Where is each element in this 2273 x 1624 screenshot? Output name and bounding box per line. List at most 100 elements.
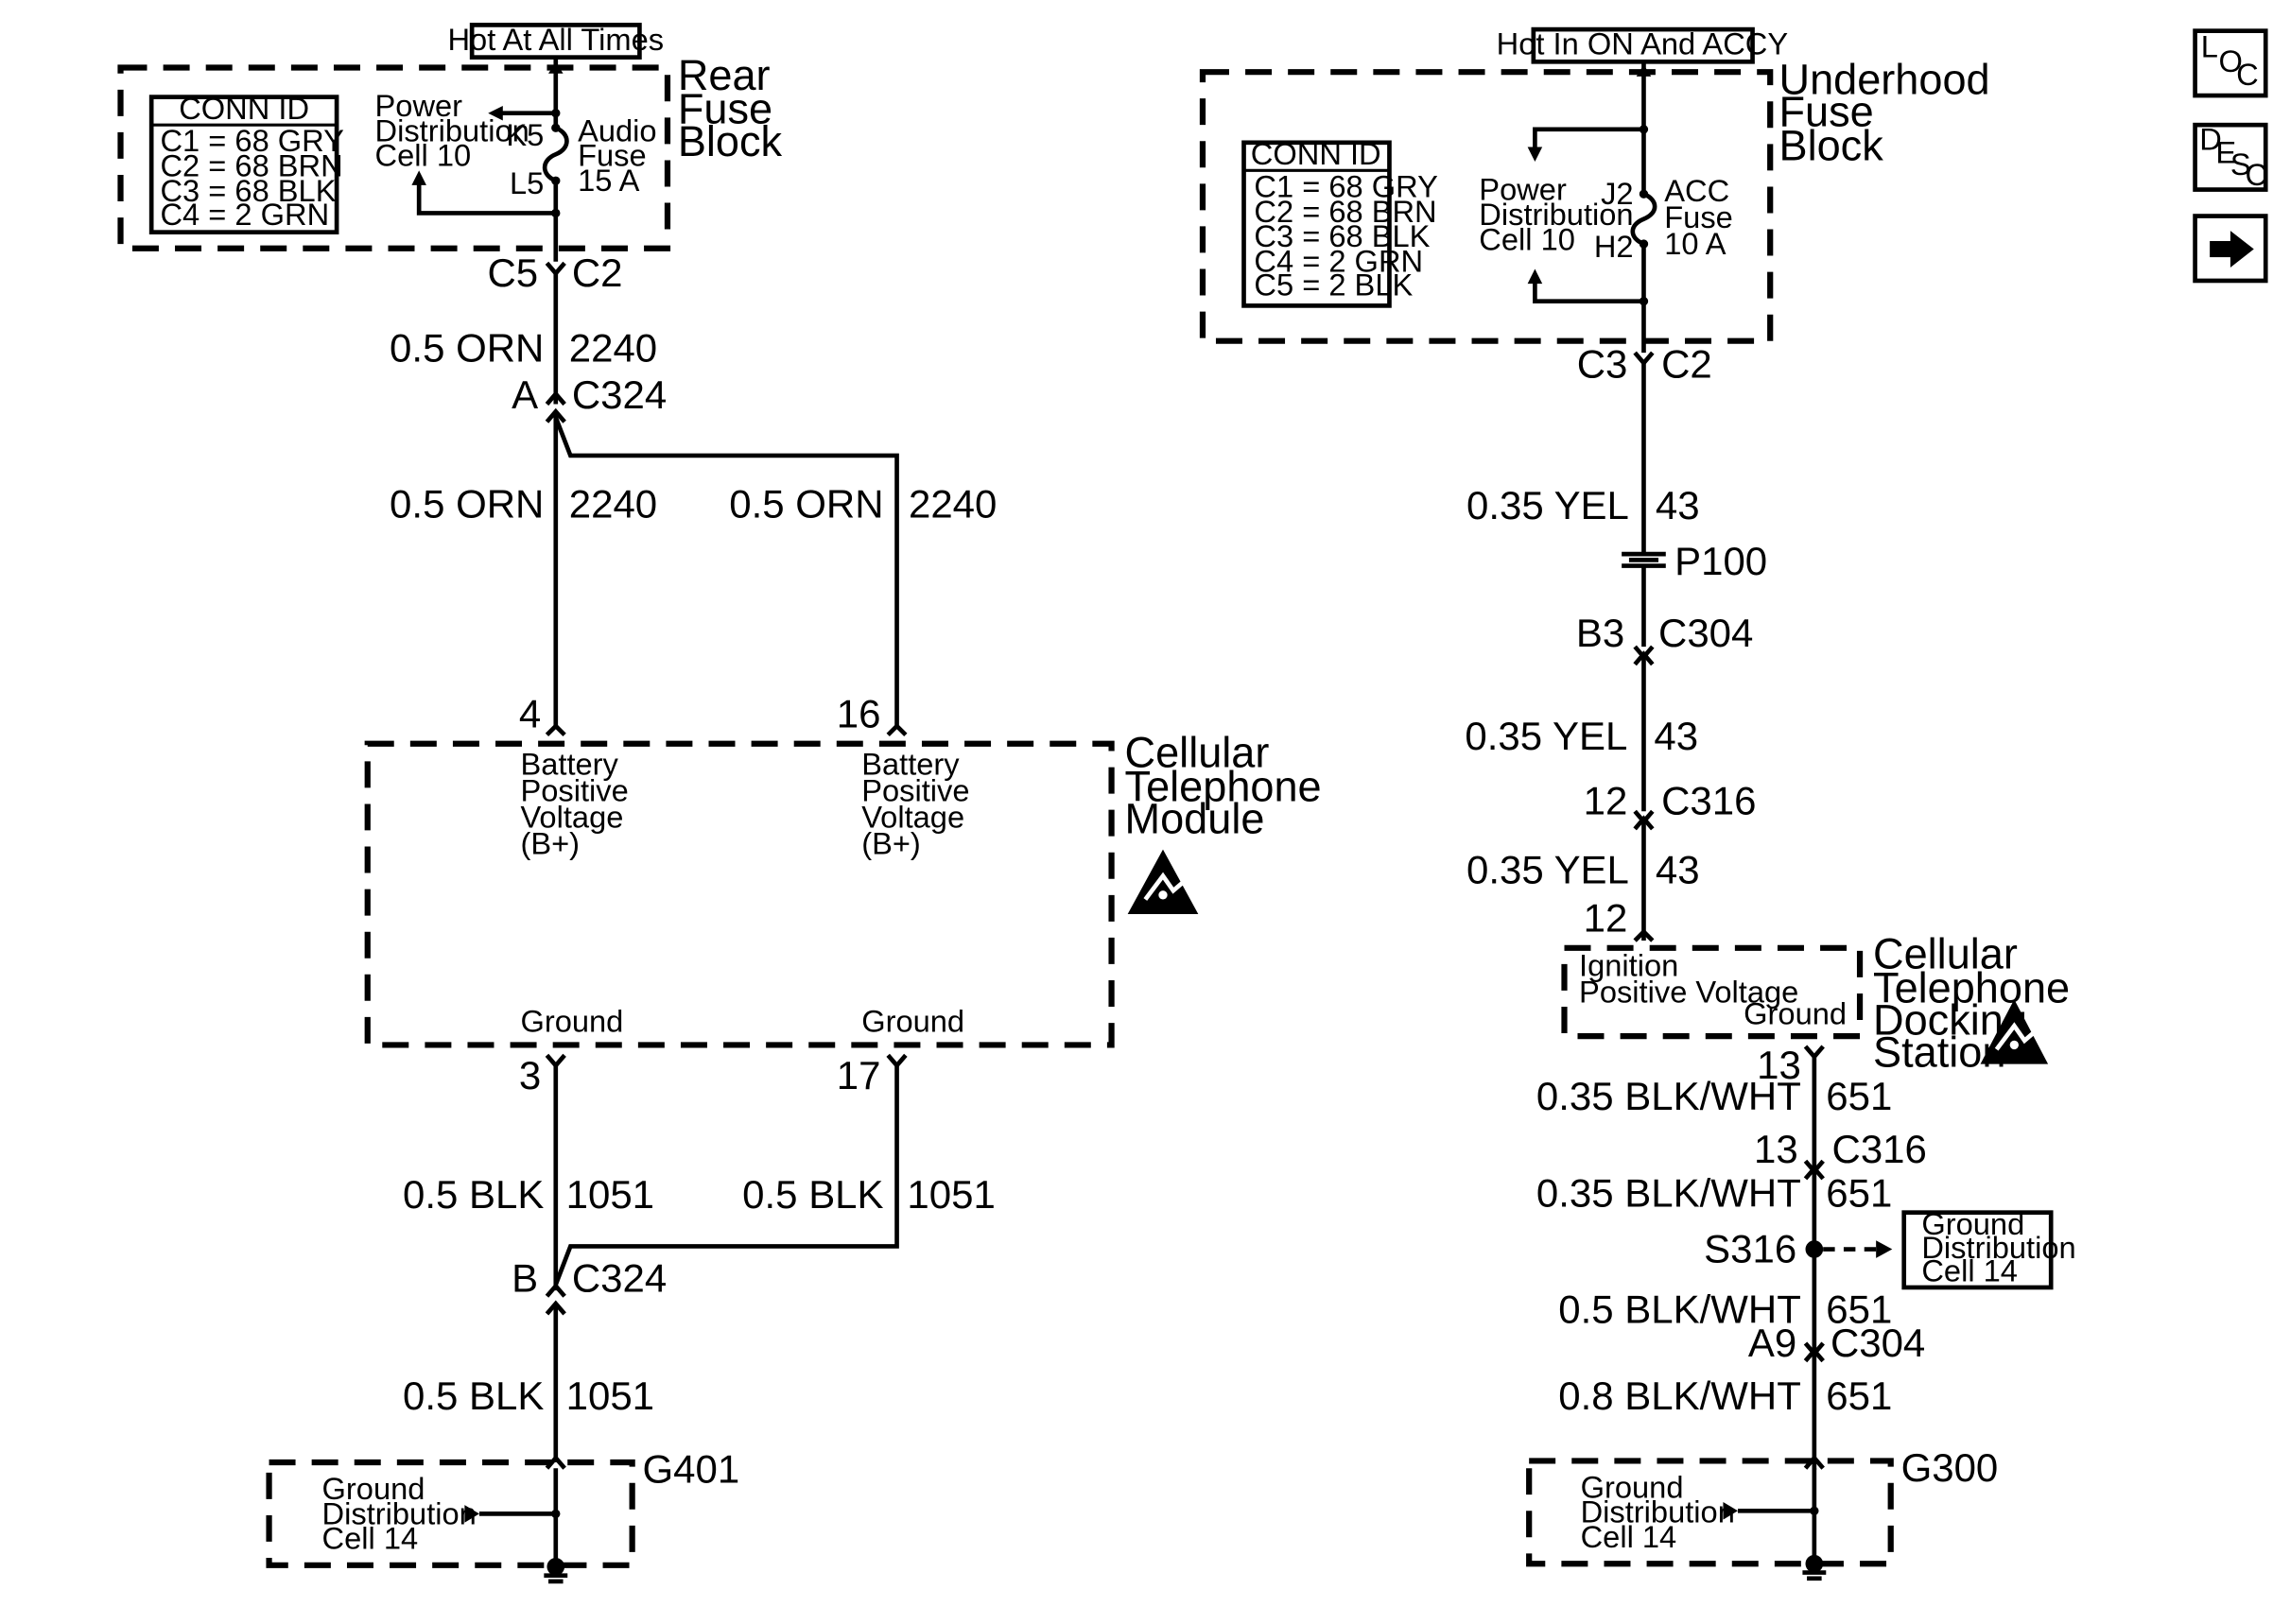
conn-id-row: C3 = 68 BLK	[160, 173, 336, 208]
loc-button-letter: O	[2218, 43, 2242, 78]
fuse-name-line2: Fuse	[578, 138, 647, 173]
module-pin: 3	[519, 1053, 541, 1097]
connector-pin: B3	[1576, 611, 1624, 655]
fuse-block-name-line1: Underhood	[1779, 56, 1990, 104]
connector-pin: 13	[1754, 1127, 1798, 1171]
wire-circuit-number: 2240	[909, 481, 997, 526]
connector-name: C304	[1658, 611, 1753, 655]
acc-fuse-symbol	[1630, 192, 1657, 247]
conn-id-row: C3 = 68 BLK	[1254, 218, 1430, 253]
right-arrow-icon	[2210, 231, 2254, 268]
ground-g401	[266, 1459, 635, 1568]
splice-ref-box	[1901, 1210, 2054, 1290]
station-name-line2: Telephone	[1873, 963, 2070, 1011]
connector-pin: A9	[1748, 1321, 1796, 1365]
conn-id-row: C2 = 68 BRN	[160, 148, 342, 183]
conn-id-row: C4 = 2 GRN	[160, 197, 329, 232]
ground-ref-line1: Ground	[1581, 1469, 1684, 1504]
fuse-block-name-line2: Fuse	[1779, 88, 1874, 136]
fuse-name-line1: ACC	[1664, 173, 1729, 208]
fuse-bottom-terminal: H2	[1594, 229, 1634, 264]
module-ground-label: Ground	[520, 1003, 623, 1038]
wire-size-color: 0.5 BLK	[403, 1373, 544, 1418]
fb-connector-left: C3	[1577, 342, 1628, 387]
right-circuit: Hot In ON And ACCY Underhood Fuse Block …	[1199, 26, 2076, 1581]
module-name-line3: Module	[1125, 795, 1265, 843]
conn-id-row: C1 = 68 GRY	[1254, 168, 1438, 203]
splice-point	[1805, 1240, 1824, 1258]
loc-button-letter: C	[2236, 57, 2259, 92]
connector-name: C316	[1661, 778, 1756, 822]
power-dist-ref-line1: Power	[1479, 171, 1567, 206]
passthrough-grommet-icon	[1622, 551, 1666, 568]
station-name-line4: Station	[1873, 1028, 2005, 1077]
desc-button-letter: E	[2215, 135, 2236, 170]
conn-id-title: CONN ID	[179, 91, 309, 126]
wire-circuit-number: 1051	[566, 1172, 654, 1217]
ground-id: G401	[643, 1447, 740, 1492]
module-pin: 4	[519, 692, 541, 736]
wire-size-color: 0.5 ORN	[390, 325, 544, 370]
wire-size-color: 0.35 BLK/WHT	[1536, 1170, 1801, 1215]
fuse-name-line1: Audio	[578, 112, 656, 147]
power-dist-ref-line1: Power	[375, 88, 463, 123]
desc-button-letter: S	[2230, 147, 2251, 181]
cellular-telephone-docking-station	[1561, 944, 1864, 1040]
module-input-label: Voltage	[520, 799, 623, 834]
fb-connector-right: C2	[1661, 342, 1712, 387]
wire-size-color: 0.35 YEL	[1466, 847, 1629, 891]
rear-fuse-block	[117, 64, 671, 251]
wire-size-color: 0.5 BLK	[403, 1172, 544, 1217]
fb-connector-right: C2	[572, 251, 623, 295]
station-pin: 12	[1584, 896, 1628, 941]
ground-g300	[1526, 1458, 1894, 1567]
esd-warning-icon	[1127, 849, 1199, 915]
wire-size-color: 0.5 BLK/WHT	[1558, 1287, 1801, 1331]
wire-circuit-number: 651	[1826, 1287, 1892, 1331]
wire-circuit-number: 651	[1826, 1074, 1892, 1118]
wire-size-color: 0.5 ORN	[390, 481, 544, 526]
desc-button[interactable]: D E S C	[2193, 122, 2268, 192]
next-button[interactable]	[2193, 214, 2268, 284]
ground-symbol-icon	[1802, 1570, 1827, 1581]
desc-button-letter: D	[2199, 122, 2222, 157]
fuse-bottom-terminal: L5	[510, 165, 544, 200]
wire-size-color: 0.5 BLK	[742, 1172, 883, 1217]
module-input-label: Voltage	[861, 799, 964, 834]
splice-ref-line3: Cell 14	[1921, 1253, 2018, 1288]
power-dist-ref-line3: Cell 10	[375, 138, 472, 173]
station-pin: 13	[1757, 1043, 1801, 1087]
splice-ref-line2: Distribution	[1921, 1230, 2075, 1265]
conn-id-table	[148, 95, 339, 234]
wire-size-color: 0.35 YEL	[1465, 714, 1627, 758]
cellular-telephone-module	[364, 740, 1115, 1048]
power-source-label-box	[469, 23, 642, 60]
power-source-label: Hot At All Times	[447, 22, 664, 57]
esd-warning-icon	[1980, 999, 2049, 1064]
conn-id-row: C2 = 68 BRN	[1254, 194, 1436, 229]
power-source-label: Hot In ON And ACCY	[1497, 26, 1789, 61]
passthrough-name: P100	[1674, 539, 1767, 583]
splice-name: S316	[1704, 1227, 1796, 1271]
conn-id-title: CONN ID	[1251, 136, 1381, 171]
wire-circuit-number: 43	[1654, 714, 1698, 758]
wire-circuit-number: 1051	[907, 1172, 995, 1217]
loc-button[interactable]: L O C	[2193, 28, 2268, 98]
wire-circuit-number: 1051	[566, 1373, 654, 1418]
fuse-top-terminal: J2	[1601, 176, 1633, 211]
wire-circuit-number: 2240	[569, 481, 657, 526]
module-input-label: Positive	[861, 772, 969, 807]
power-dist-ref-line2: Distribution	[1479, 197, 1633, 232]
conn-id-row: C5 = 2 BLK	[1254, 268, 1413, 302]
connector-name: C324	[572, 1256, 667, 1301]
fuse-block-name-line3: Block	[1779, 121, 1884, 169]
loc-button-letter: L	[2201, 29, 2218, 64]
module-input-label: (B+)	[861, 825, 921, 860]
wire-circuit-number: 651	[1826, 1170, 1892, 1215]
module-input-label: Battery	[861, 746, 960, 781]
module-name-line1: Cellular	[1125, 729, 1270, 777]
wire-circuit-number: 43	[1656, 483, 1700, 527]
ground-symbol-icon	[544, 1573, 568, 1584]
fuse-name-line3: 10 A	[1664, 226, 1726, 261]
connector-pin: B	[512, 1256, 538, 1301]
